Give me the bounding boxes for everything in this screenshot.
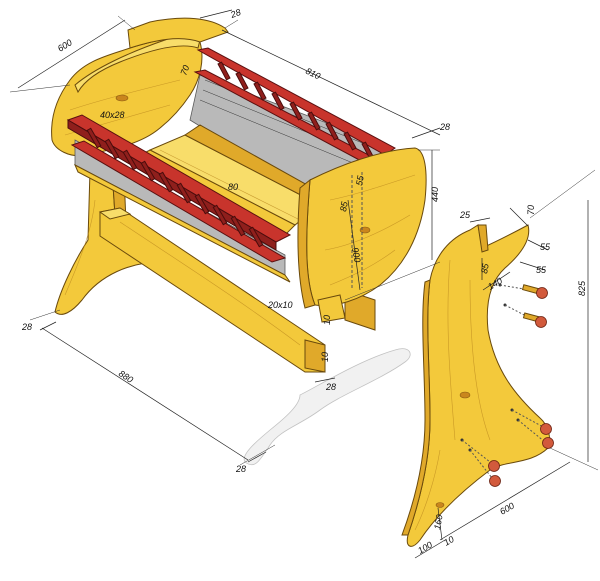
label-900: 900	[350, 247, 362, 264]
label-880: 880	[117, 368, 135, 385]
grain-8	[329, 249, 396, 286]
dim-line-25	[469, 217, 491, 223]
knot-1	[115, 94, 129, 102]
knot-3	[459, 391, 471, 399]
grain-7	[324, 214, 411, 251]
ext-600-a	[9, 84, 71, 93]
dim-line-160	[437, 507, 443, 541]
dim-line-55-b	[519, 261, 546, 271]
grain-1	[64, 199, 96, 296]
side-panel-edge	[401, 279, 431, 536]
dim-line-810	[221, 29, 441, 136]
label-810: 810	[304, 66, 322, 82]
label-55-b: 55	[536, 265, 547, 275]
dim-line-600-bottom	[439, 461, 571, 541]
grain-5	[159, 149, 301, 221]
pegs	[488, 284, 554, 487]
dim-line-28-left	[39, 321, 57, 331]
label-70-left: 70	[178, 64, 191, 77]
label-440: 440	[430, 187, 440, 202]
label-825: 825	[577, 280, 587, 296]
grain-6	[329, 174, 416, 201]
front-stretcher-top	[98, 207, 132, 220]
label-28-mid: 28	[325, 382, 336, 392]
back-rail-top	[196, 47, 396, 156]
dim-line-900	[347, 199, 361, 291]
peg-guide-4	[517, 419, 546, 443]
dim-line-28-right	[411, 127, 441, 139]
grain-9	[447, 259, 456, 441]
stretcher-end	[304, 339, 326, 373]
label-28-bottom: 28	[235, 464, 246, 474]
back-spindles	[217, 61, 375, 161]
label-10-a: 10	[322, 315, 332, 325]
dim-line-55-a	[527, 239, 549, 251]
label-10-b: 10	[320, 352, 330, 362]
ext-440-b	[344, 261, 441, 301]
label-10-c: 10	[442, 534, 456, 548]
front-spindles	[86, 127, 264, 248]
label-55-a: 55	[540, 242, 551, 252]
upper-side-panel	[127, 17, 229, 49]
dim-line-100	[414, 539, 446, 559]
front-bottom-board	[73, 163, 291, 283]
dim-line-28-top	[199, 9, 233, 19]
ext-810-a	[224, 19, 239, 29]
grain-11	[414, 449, 441, 531]
dim-line-140	[482, 271, 511, 291]
dim-line-600-top	[17, 19, 126, 89]
peg-guide-5	[461, 439, 491, 463]
label-80: 80	[228, 182, 238, 192]
label-85-right: 85	[479, 262, 491, 275]
label-600-top: 600	[56, 37, 74, 53]
knot-4	[435, 502, 445, 508]
label-85-left: 85	[338, 200, 350, 213]
right-end-panel-edge	[297, 178, 316, 309]
label-28-top: 28	[228, 7, 242, 20]
label-28-right: 28	[439, 122, 450, 132]
label-70-right: 70	[526, 205, 536, 215]
side-panel-notch	[477, 224, 489, 253]
grain-10	[469, 279, 491, 441]
grain-2	[119, 221, 301, 346]
ext-600-b	[117, 15, 136, 31]
ext-880-a	[29, 309, 61, 321]
ext-880-b	[239, 444, 276, 466]
label-600-bottom: 600	[498, 501, 516, 517]
label-20x10: 20x10	[267, 300, 293, 310]
ground-shadow	[243, 348, 411, 466]
ext-825-b	[549, 447, 599, 471]
label-28-left: 28	[21, 322, 32, 332]
label-55: 55	[354, 174, 366, 187]
peg-guide-6	[469, 449, 493, 479]
dim-line-28-mid	[314, 377, 336, 383]
label-160: 160	[432, 514, 444, 531]
dim-line-880	[41, 327, 249, 461]
near-leg	[317, 294, 346, 323]
dim-line-70-right	[509, 207, 529, 227]
slat-line-3	[199, 99, 371, 171]
dim-line-28-bottom	[247, 451, 267, 463]
peg-guide-2	[504, 304, 531, 319]
left-end-panel-top	[74, 35, 201, 94]
label-40x28: 40x28	[100, 110, 125, 120]
ext-825-a	[529, 169, 596, 219]
front-rail-lower	[70, 140, 287, 263]
label-25: 25	[459, 210, 471, 220]
